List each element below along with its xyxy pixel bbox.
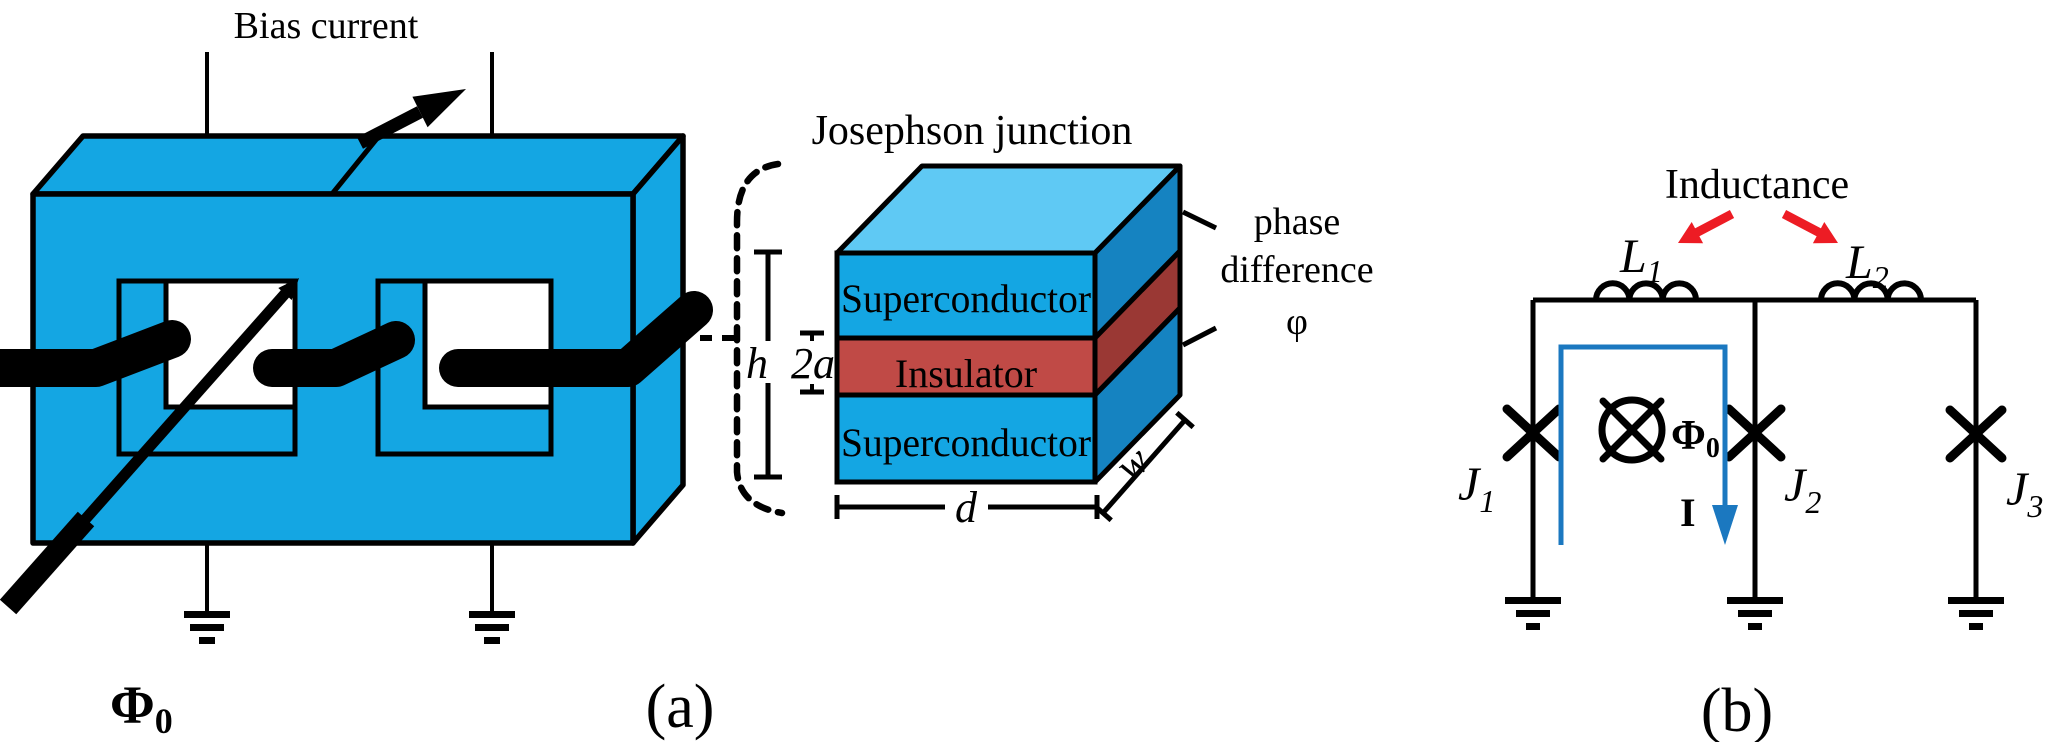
ground-right-a: [469, 543, 515, 644]
ground-1-b-bar2: [1516, 610, 1550, 617]
inductor-label-2: L2: [1845, 236, 1889, 295]
caption-b: (b): [1701, 677, 1773, 742]
junction-label-1: J1: [1458, 458, 1495, 519]
junction-label-2: J2: [1784, 459, 1821, 520]
ground-right-a-bar3: [484, 637, 500, 644]
ground-2-b-bar2: [1738, 610, 1772, 617]
junction-cross-3-line-b: [1945, 405, 2007, 463]
superconductor-bottom-label: Superconductor: [841, 420, 1091, 465]
superconductor-bottom-layer: [834, 392, 1098, 485]
loop-wire-segment-2: [253, 321, 415, 387]
phase-leader-lower: [1181, 325, 1218, 348]
bias-exit-arrow: [357, 89, 466, 149]
dim-2a-label: 2a: [791, 339, 835, 388]
phase-difference: phase difference φ: [1181, 201, 1374, 348]
ground-2-b: [1727, 597, 1783, 630]
dim-w-serif-high: [1175, 410, 1195, 430]
flux-loop-arrowhead: [1712, 505, 1738, 545]
hole-right-back-wall: [422, 278, 554, 410]
flux-arrow: [0, 278, 299, 615]
magnify-brace: [733, 160, 786, 517]
ground-right-a-bar1: [469, 611, 515, 618]
inductance-arrow-right: [1781, 210, 1838, 244]
phase-label-line1: phase: [1254, 201, 1341, 243]
flux-symbol-cross-b: [1599, 397, 1665, 463]
flux-arrow-head: [278, 278, 299, 300]
inductance-label: Inductance: [1665, 162, 1849, 208]
junction-cross-1-line-b: [1502, 404, 1564, 462]
inductor-coil-2: [1818, 280, 1924, 301]
caption-a: (a): [646, 673, 715, 741]
ground-3-b-bar1: [1948, 597, 2004, 604]
ground-left-a-bar1: [184, 611, 230, 618]
panel-a: Bias current: [0, 5, 1374, 741]
ground-left-a: [184, 543, 230, 644]
flux-label-a: Φ0: [110, 675, 173, 741]
bias-current-label: Bias current: [234, 5, 419, 47]
ground-2-b-bar1: [1727, 597, 1783, 604]
ground-1-b-bar3: [1526, 623, 1540, 630]
bias-exit-arrow-head: [412, 89, 466, 128]
insulator-layer: [834, 335, 1098, 398]
ground-2-b-bar3: [1748, 623, 1762, 630]
loop-wire-segment-3: [439, 291, 713, 387]
panel-b: Inductance L1 L2: [1458, 162, 2043, 742]
junction-cross-2-line-b: [1724, 404, 1786, 462]
dimension-d: d: [834, 483, 1100, 532]
dim-h-label: h: [746, 339, 768, 388]
inductance-arrow-left-shaft: [1691, 210, 1735, 238]
inductance-arrow-right-head: [1812, 222, 1838, 244]
dimension-2a: 2a: [791, 330, 835, 395]
inductor-coil-1: [1593, 280, 1699, 301]
flux-loop-path: [1558, 344, 1728, 545]
superconductor-top-layer: [834, 250, 1098, 341]
junction-cross-2: [1724, 404, 1786, 462]
junction-label-3: J3: [2006, 463, 2043, 524]
current-label: I: [1680, 490, 1696, 535]
flux-arrow-line: [77, 283, 296, 527]
ground-left-a-bar3: [199, 637, 215, 644]
inductance-arrow-left-head: [1678, 222, 1704, 244]
flux-label-b: Φ0: [1671, 413, 1720, 464]
junction-title: Josephson junction: [812, 108, 1133, 154]
dim-d-label: d: [955, 483, 978, 532]
junction-cross-1: [1502, 404, 1564, 462]
ground-3-b-bar3: [1969, 623, 1983, 630]
ground-1-b: [1505, 597, 1561, 630]
ground-3-b: [1948, 597, 2004, 630]
ground-3-b-bar2: [1959, 610, 1993, 617]
dimension-h: h: [746, 249, 782, 480]
loop-wire-segment-1: [0, 320, 191, 387]
inductance-arrow-right-shaft: [1781, 210, 1825, 238]
flux-arrow-tail: [0, 511, 95, 615]
junction-cross-3: [1945, 405, 2007, 463]
junction-stack: Superconductor Insulator Superconductor: [834, 163, 1183, 485]
insulator-label: Insulator: [895, 351, 1037, 396]
phase-label-line3: φ: [1286, 301, 1308, 343]
flux-current-loop: [1558, 344, 1738, 545]
phase-label-line2: difference: [1220, 249, 1373, 291]
dim-w-serif-low: [1093, 503, 1113, 523]
bias-exit-arrow-shaft: [357, 106, 423, 149]
dim-w-line: [1101, 418, 1187, 515]
block-top-split-line: [330, 134, 381, 196]
superconductor-top-label: Superconductor: [841, 276, 1091, 321]
ground-left-a-bar2: [190, 624, 224, 631]
ground-1-b-bar1: [1505, 597, 1561, 604]
phase-leader-upper: [1181, 209, 1218, 231]
flux-into-page-symbol: [1598, 396, 1666, 464]
inductor-label-1: L1: [1619, 230, 1663, 289]
inductance-arrow-left: [1678, 210, 1735, 244]
ground-right-a-bar2: [475, 624, 509, 631]
